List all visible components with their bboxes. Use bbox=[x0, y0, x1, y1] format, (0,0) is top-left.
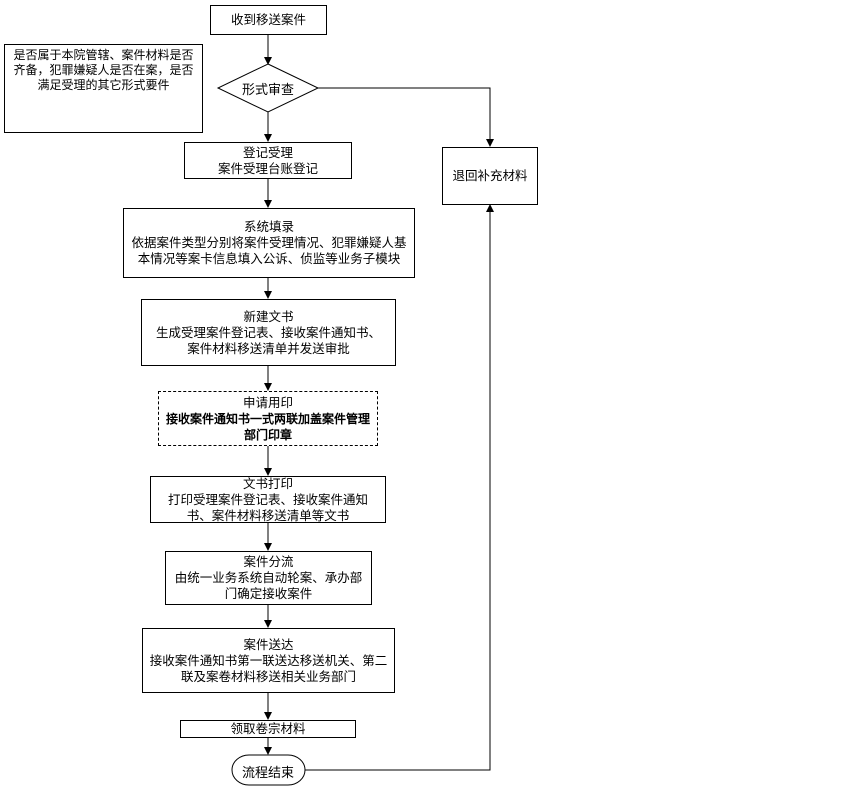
seal-title: 申请用印 bbox=[242, 394, 293, 410]
end-label: 流程结束 bbox=[241, 766, 294, 781]
reject-label: 退回补充材料 bbox=[452, 168, 528, 183]
start-box: 收到移送案件 bbox=[210, 5, 327, 35]
newdoc-title: 新建文书 bbox=[243, 308, 294, 324]
dispatch-box: 案件分流 由统一业务系统自动轮案、承办部门确定接收案件 bbox=[165, 551, 372, 605]
register-title: 登记受理 bbox=[242, 144, 293, 160]
register-desc: 案件受理台账登记 bbox=[217, 160, 318, 176]
print-desc: 打印受理案件登记表、接收案件通知书、案件材料移送清单等文书 bbox=[167, 491, 368, 523]
dispatch-title: 案件分流 bbox=[243, 554, 294, 569]
review-criteria-note: 是否属于本院管辖、案件材料是否齐备，犯罪嫌疑人是否在案，是否满足受理的其它形式要… bbox=[4, 44, 203, 133]
seal-box: 申请用印 接收案件通知书一式两联加盖案件管理部门印章 bbox=[158, 391, 378, 446]
newdoc-box: 新建文书 生成受理案件登记表、接收案件通知书、案件材料移送清单并发送审批 bbox=[141, 299, 396, 366]
start-label: 收到移送案件 bbox=[230, 12, 306, 27]
newdoc-desc: 生成受理案件登记表、接收案件通知书、案件材料移送清单并发送审批 bbox=[155, 324, 381, 356]
collect-box: 领取卷宗材料 bbox=[180, 720, 356, 738]
print-title: 文书打印 bbox=[242, 475, 293, 491]
deliver-box: 案件送达 接收案件通知书第一联送达移送机关、第二联及案卷材料移送相关业务部门 bbox=[142, 628, 395, 693]
review-diamond bbox=[216, 63, 320, 113]
seal-desc: 接收案件通知书一式两联加盖案件管理部门印章 bbox=[165, 411, 370, 442]
fill-box: 系统填录 依据案件类型分别将案件受理情况、犯罪嫌疑人基本情况等案卡信息填入公诉、… bbox=[123, 208, 415, 278]
fill-title: 系统填录 bbox=[243, 219, 294, 234]
reject-box: 退回补充材料 bbox=[442, 147, 538, 205]
register-box: 登记受理 案件受理台账登记 bbox=[184, 142, 352, 179]
deliver-desc: 接收案件通知书第一联送达移送机关、第二联及案卷材料移送相关业务部门 bbox=[149, 652, 388, 684]
end-terminator bbox=[231, 754, 306, 786]
arrow-review-to-reject bbox=[318, 87, 494, 147]
dispatch-desc: 由统一业务系统自动轮案、承办部门确定接收案件 bbox=[174, 570, 363, 601]
print-box: 文书打印 打印受理案件登记表、接收案件通知书、案件材料移送清单等文书 bbox=[150, 476, 386, 523]
fill-desc: 依据案件类型分别将案件受理情况、犯罪嫌疑人基本情况等案卡信息填入公诉、侦监等业务… bbox=[131, 235, 407, 266]
arrow-end-to-reject bbox=[305, 204, 494, 771]
review-criteria-text: 是否属于本院管辖、案件材料是否齐备，犯罪嫌疑人是否在案，是否满足受理的其它形式要… bbox=[13, 48, 194, 92]
review-label: 形式审查 bbox=[241, 83, 294, 98]
collect-label: 领取卷宗材料 bbox=[230, 721, 306, 736]
deliver-title: 案件送达 bbox=[243, 636, 294, 652]
